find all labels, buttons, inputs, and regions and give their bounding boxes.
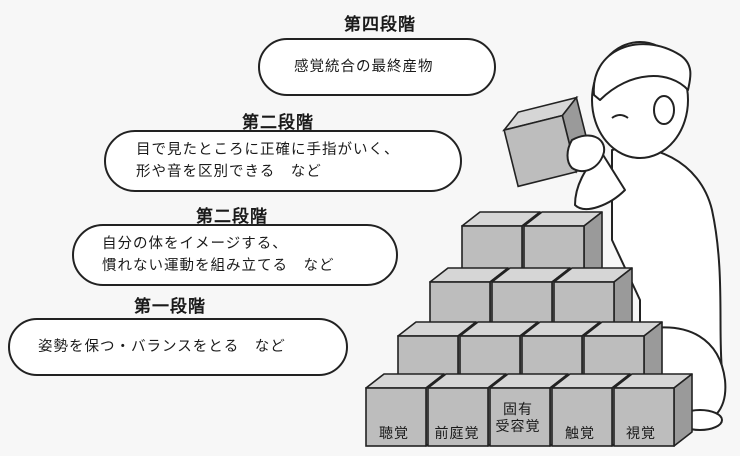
- child-eye: [611, 114, 629, 119]
- stage-1-title: 第一段階: [134, 297, 206, 317]
- block-label-proprioception-line-1: 固有: [503, 402, 533, 418]
- block-label-touch-text: 触覚: [565, 426, 595, 442]
- stage-4-title: 第四段階: [344, 15, 416, 35]
- stage-1-line-1: 姿勢を保つ・バランスをとる など: [38, 339, 286, 355]
- stage-2-bubble: 自分の体をイメージする、 慣れない運動を組み立てる など: [72, 224, 398, 286]
- block-row4-5: [613, 373, 693, 447]
- child-illustration: [574, 41, 727, 431]
- stage-4-bubble: 感覚統合の最終産物: [258, 38, 496, 96]
- stage-3-line-1: 目で見たところに正確に手指がいく、: [136, 142, 400, 158]
- block-label-vision: 視覚: [611, 426, 671, 443]
- child-ear: [653, 95, 675, 125]
- block-label-hearing: 聴覚: [364, 426, 424, 443]
- stage-3-bubble: 目で見たところに正確に手指がいく、 形や音を区別できる など: [104, 130, 462, 192]
- child-hair: [592, 43, 692, 101]
- stage-1-bubble: 姿勢を保つ・バランスをとる など: [8, 318, 348, 376]
- child-hands: [566, 134, 606, 173]
- held-block: [502, 95, 592, 188]
- stage-2-title: 第二段階: [196, 207, 268, 227]
- stage-2-line-2: 慣れない運動を組み立てる など: [102, 258, 335, 274]
- stage-4-line-1: 感覚統合の最終産物: [294, 59, 434, 75]
- blocks-layer: [365, 95, 693, 447]
- block-label-proprioception-line-2: 受容覚: [495, 419, 541, 435]
- stage-2-line-1: 自分の体をイメージする、: [102, 236, 288, 252]
- block-label-vision-text: 視覚: [626, 426, 656, 442]
- block-label-proprioception: 固有 受容覚: [488, 402, 548, 436]
- stage-3-title: 第二段階: [242, 113, 314, 133]
- block-label-touch: 触覚: [550, 426, 610, 443]
- block-label-vestibular: 前庭覚: [427, 426, 487, 443]
- stage-3-line-2: 形や音を区別できる など: [136, 164, 322, 180]
- block-label-vestibular-text: 前庭覚: [434, 426, 480, 442]
- block-label-hearing-text: 聴覚: [379, 426, 409, 442]
